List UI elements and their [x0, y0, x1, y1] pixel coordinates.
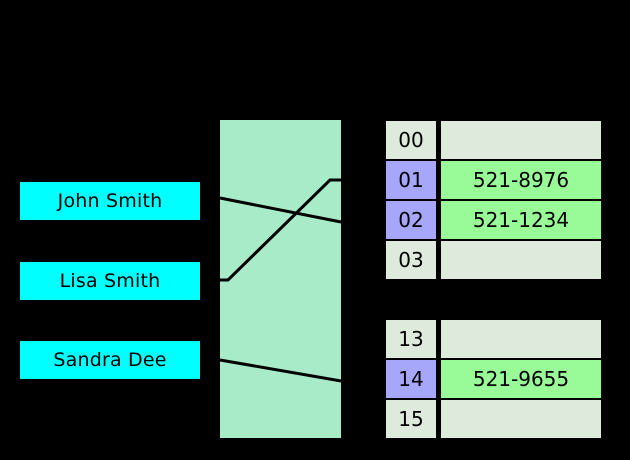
- bucket-index-02[interactable]: 02: [386, 201, 436, 239]
- bucket-value-15[interactable]: [441, 400, 601, 438]
- bucket-index-15[interactable]: 15: [386, 400, 436, 438]
- key-box-sandra-dee[interactable]: Sandra Dee: [20, 341, 200, 379]
- bucket-value-01[interactable]: 521-8976: [441, 161, 601, 199]
- bucket-value-02[interactable]: 521-1234: [441, 201, 601, 239]
- bucket-value-03[interactable]: [441, 241, 601, 279]
- bucket-row: 13: [386, 320, 601, 358]
- bucket-row: 00: [386, 121, 601, 159]
- bucket-row: 03: [386, 241, 601, 279]
- bucket-value-13[interactable]: [441, 320, 601, 358]
- bucket-value-14[interactable]: 521-9655: [441, 360, 601, 398]
- bucket-row: 15: [386, 400, 601, 438]
- hash-function-box: [220, 120, 341, 438]
- bucket-index-13[interactable]: 13: [386, 320, 436, 358]
- bucket-index-00[interactable]: 00: [386, 121, 436, 159]
- bucket-index-03[interactable]: 03: [386, 241, 436, 279]
- key-box-lisa-smith[interactable]: Lisa Smith: [20, 262, 200, 300]
- bucket-value-00[interactable]: [441, 121, 601, 159]
- bucket-index-14[interactable]: 14: [386, 360, 436, 398]
- key-box-john-smith[interactable]: John Smith: [20, 182, 200, 220]
- bucket-index-01[interactable]: 01: [386, 161, 436, 199]
